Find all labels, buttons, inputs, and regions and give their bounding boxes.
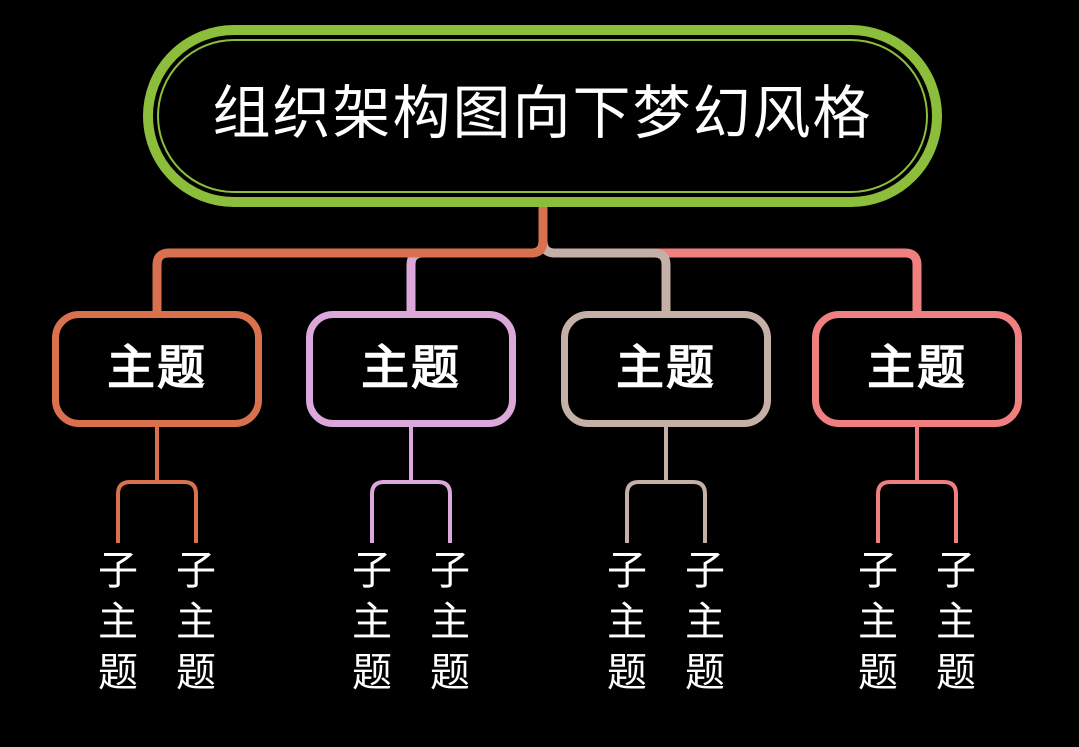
- subtopic-node-3-1[interactable]: 子主题: [607, 549, 647, 695]
- branch-connector-topic-1: [152, 204, 548, 316]
- topic-node-4[interactable]: 主题: [812, 311, 1022, 427]
- subtopic-node-4-2[interactable]: 子主题: [936, 549, 976, 695]
- root-topic-node[interactable]: 组织架构图向下梦幻风格: [143, 25, 942, 207]
- subtopic-node-2-2[interactable]: 子主题: [430, 549, 470, 695]
- topic-4-label: 主题: [866, 342, 967, 395]
- subtopic-node-1-1[interactable]: 子主题: [98, 549, 138, 695]
- subtopic-connector-topic-2: [370, 425, 452, 543]
- subtopic-node-2-1[interactable]: 子主题: [352, 549, 392, 695]
- subtopic-connector-topic-1: [116, 425, 198, 543]
- subtopic-connector-topic-3: [625, 425, 707, 543]
- topic-3-label: 主题: [615, 342, 716, 395]
- topic-node-3[interactable]: 主题: [561, 311, 771, 427]
- subtopic-node-4-1[interactable]: 子主题: [858, 549, 898, 695]
- subtopic-node-3-2[interactable]: 子主题: [685, 549, 725, 695]
- topic-node-2[interactable]: 主题: [306, 311, 516, 427]
- root-topic-label: 组织架构图向下梦幻风格: [212, 81, 873, 146]
- branch-connector-topic-3: [538, 204, 671, 316]
- topic-1-label: 主题: [106, 342, 207, 395]
- subtopic-connector-topic-4: [876, 425, 958, 543]
- branch-connector-topic-2: [406, 204, 548, 316]
- subtopic-node-1-2[interactable]: 子主题: [176, 549, 216, 695]
- topic-node-1[interactable]: 主题: [52, 311, 262, 427]
- branch-connector-topic-4: [538, 204, 922, 316]
- topic-2-label: 主题: [360, 342, 461, 395]
